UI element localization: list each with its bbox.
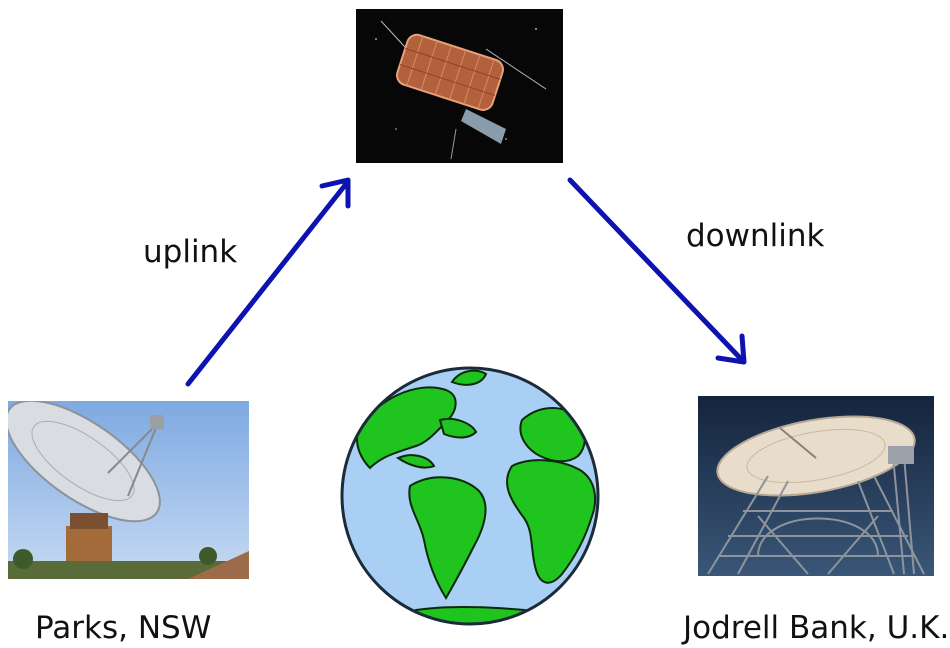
parks-telescope-image <box>8 401 249 579</box>
uplink-label: uplink <box>143 234 238 270</box>
parks-label: Parks, NSW <box>35 610 212 646</box>
uplink-arrow <box>180 170 360 390</box>
downlink-label: downlink <box>686 218 825 254</box>
jodrell-bank-telescope-image <box>698 396 934 576</box>
jodrell-bank-label: Jodrell Bank, U.K. <box>683 610 950 646</box>
earth-globe-image <box>336 360 604 632</box>
satellite-image <box>356 9 563 163</box>
downlink-arrow <box>564 174 754 370</box>
